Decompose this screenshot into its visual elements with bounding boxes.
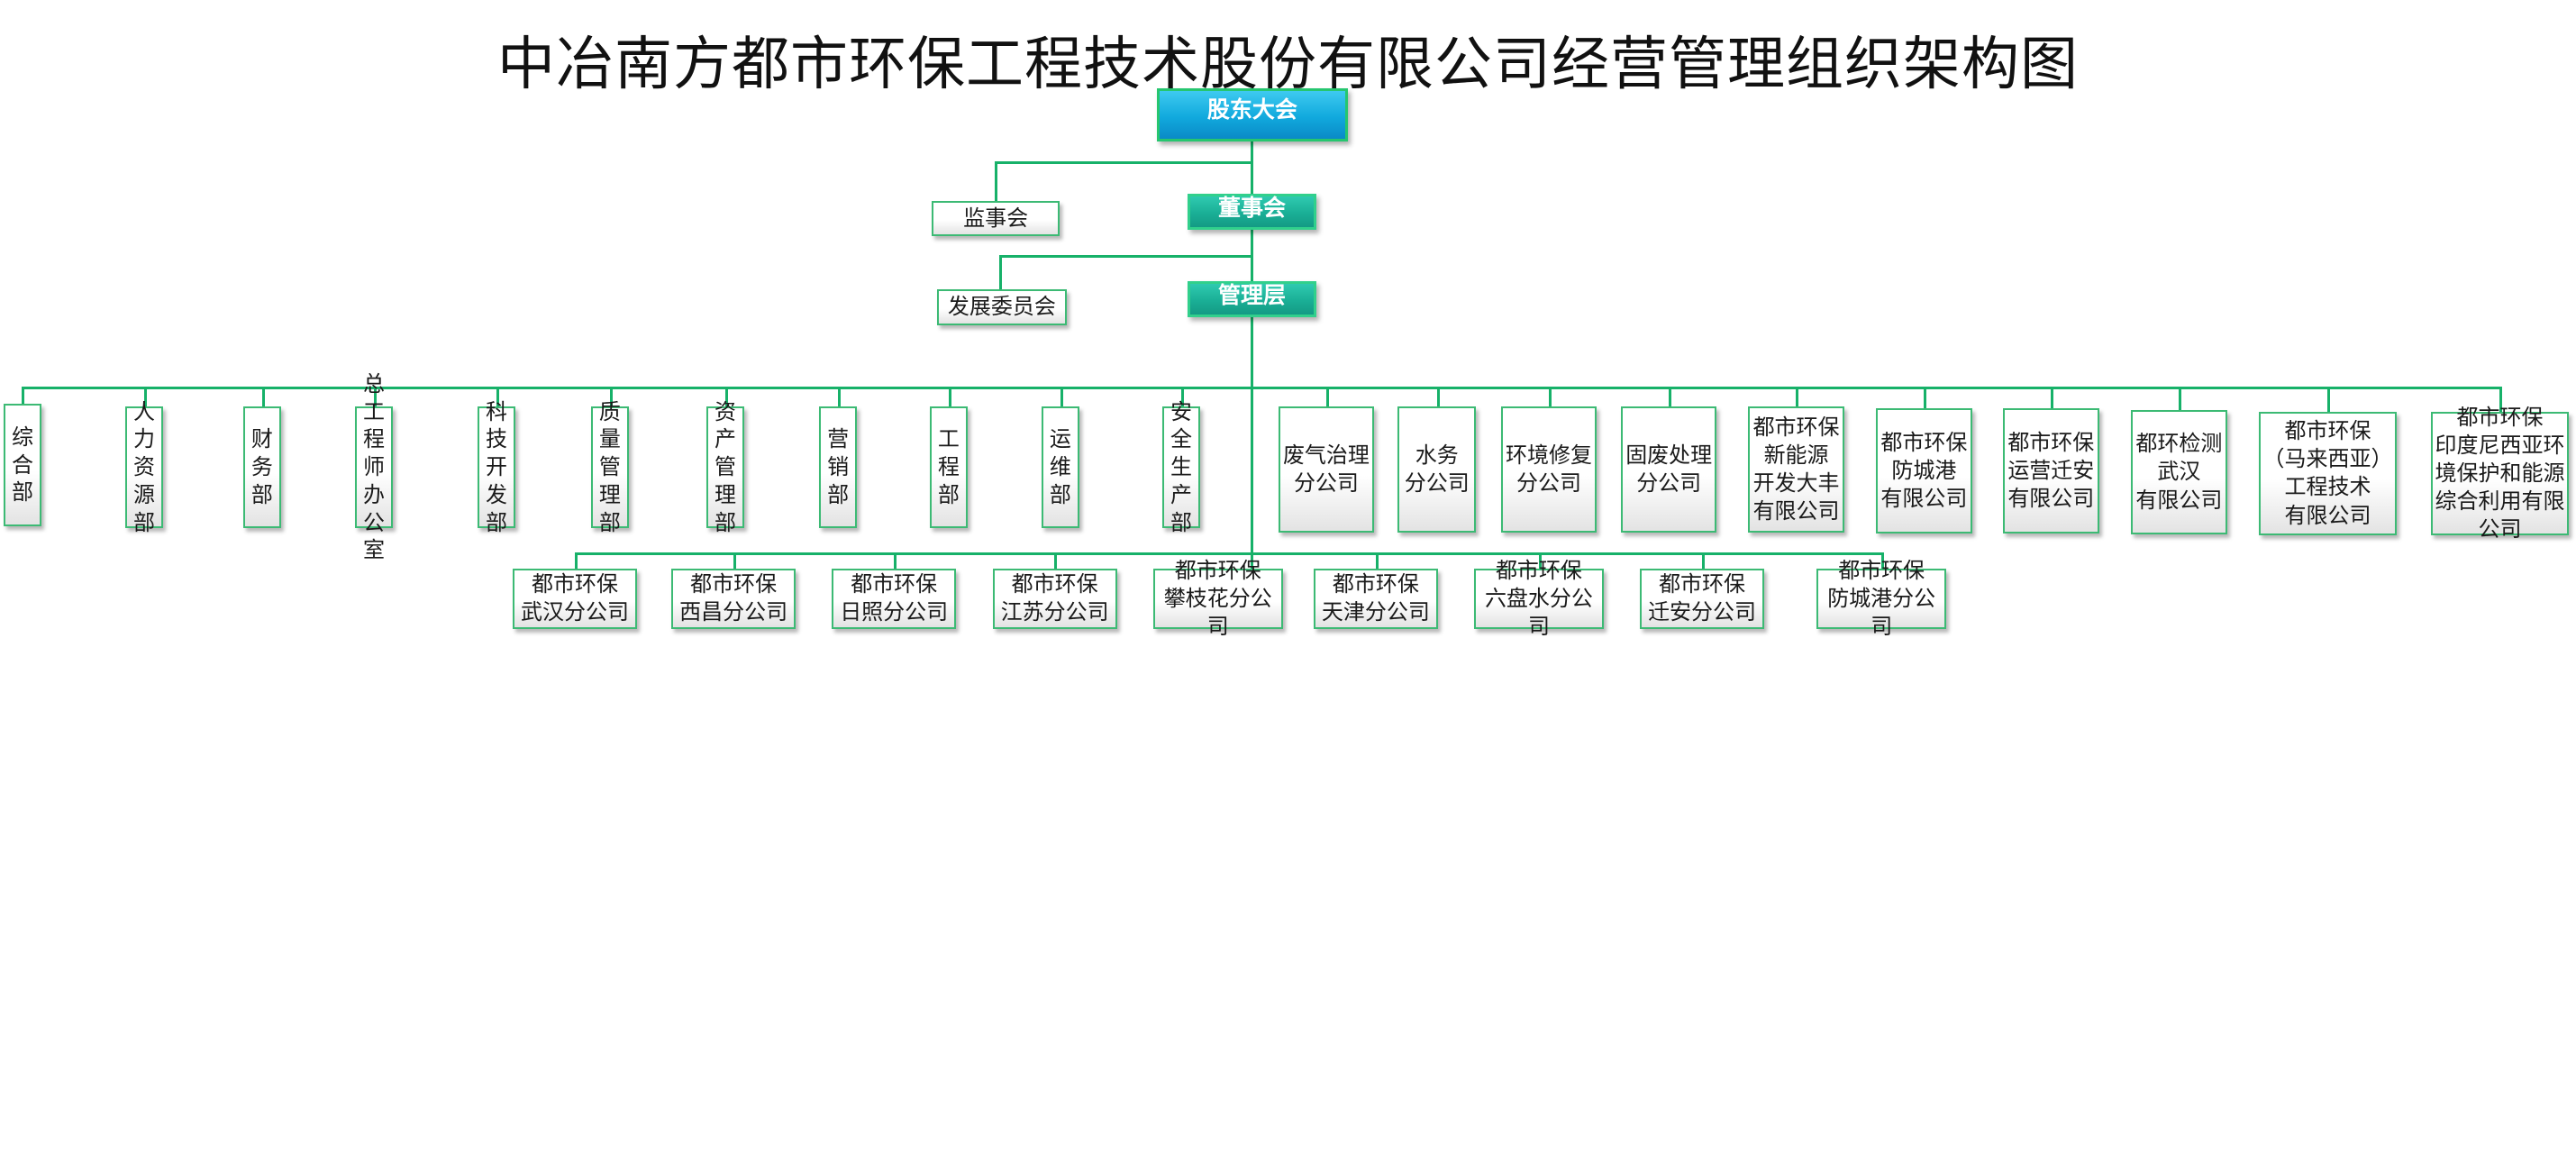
node-branch-qianan: 都市环保 迁安分公司	[1640, 568, 1765, 629]
connector	[1881, 552, 1885, 570]
connector	[725, 387, 729, 407]
node-branch-tianjin: 都市环保 天津分公司	[1313, 568, 1438, 629]
node-development-committee: 发展委员会	[936, 289, 1067, 326]
node-management: 管理层	[1187, 280, 1316, 318]
connector	[1375, 552, 1379, 570]
connector	[1436, 387, 1440, 407]
node-dept-quality-management: 质量管理部	[590, 399, 629, 535]
node-board-of-directors: 董事会	[1187, 193, 1316, 230]
connector	[1060, 387, 1063, 407]
node-dept-human-resources: 人力资源部	[124, 399, 163, 535]
node-company-new-energy-dafeng: 都市环保 新能源 开发大丰 有限公司	[1748, 406, 1845, 533]
connector	[2499, 387, 2503, 413]
connector	[1251, 140, 1254, 324]
node-company-testing-wuhan: 都环检测 武汉 有限公司	[2130, 410, 2227, 534]
connector	[22, 387, 2502, 390]
connector	[144, 387, 148, 407]
connector	[373, 387, 377, 407]
node-company-malaysia: 都市环保 （马来西亚） 工程技术 有限公司	[2259, 411, 2397, 536]
connector	[894, 552, 897, 570]
connector	[838, 387, 842, 407]
node-dept-chief-engineer-office: 总工程师办公室	[354, 371, 393, 562]
node-company-environmental-remediation: 环境修复 分公司	[1500, 406, 1597, 533]
connector	[1669, 387, 1672, 407]
connector	[1181, 387, 1185, 407]
node-branch-fangchenggang: 都市环保 防城港分公司	[1816, 558, 1947, 639]
connector	[1054, 552, 1058, 570]
node-dept-technology-development: 科技开发部	[478, 399, 516, 535]
node-company-indonesia: 都市环保 印度尼西亚环 境保护和能源 综合利用有限 公司	[2431, 405, 2569, 542]
connector	[2179, 387, 2182, 411]
node-board-of-supervisors: 监事会	[932, 200, 1060, 236]
connector	[22, 387, 25, 405]
connector	[574, 552, 578, 570]
node-dept-finance: 财务部	[242, 406, 281, 528]
connector	[610, 387, 613, 407]
node-branch-jiangsu: 都市环保 江苏分公司	[992, 568, 1117, 629]
node-dept-safety-production: 安全生产部	[1161, 399, 1200, 535]
connector	[999, 255, 1003, 290]
connector	[2051, 387, 2054, 409]
chart-title: 中冶南方都市环保工程技术股份有限公司经营管理组织架构图	[497, 32, 2079, 99]
node-branch-liupanshui: 都市环保 六盘水分公司	[1473, 558, 1604, 639]
connector	[1325, 387, 1329, 407]
connector	[994, 160, 1253, 164]
connector	[1796, 387, 1799, 407]
node-dept-operations-maintenance: 运维部	[1041, 406, 1079, 528]
connector	[994, 160, 997, 202]
node-company-fangchenggang: 都市环保 防城港 有限公司	[1875, 408, 1972, 533]
connector	[1548, 387, 1552, 407]
connector	[948, 387, 951, 407]
connector	[999, 255, 1253, 259]
node-company-operations-qianan: 都市环保 运营迁安 有限公司	[2002, 408, 2099, 533]
node-dept-engineering: 工程部	[929, 406, 968, 528]
connector	[496, 387, 500, 407]
node-shareholders-meeting: 股东大会	[1156, 88, 1349, 141]
connector	[262, 387, 266, 407]
node-branch-xichang: 都市环保 西昌分公司	[671, 568, 796, 629]
node-dept-asset-management: 资产管理部	[705, 399, 744, 535]
node-company-solid-waste: 固废处理 分公司	[1621, 406, 1717, 533]
node-company-water: 水务 分公司	[1397, 406, 1477, 533]
node-branch-wuhan: 都市环保 武汉分公司	[512, 568, 638, 629]
connector	[1924, 387, 1927, 409]
connector	[2327, 387, 2331, 413]
connector	[1701, 552, 1705, 570]
node-company-waste-gas: 废气治理 分公司	[1278, 406, 1374, 533]
connector	[733, 552, 736, 570]
node-dept-marketing: 营销部	[819, 406, 858, 528]
connector	[1251, 316, 1254, 570]
node-branch-rizhao: 都市环保 日照分公司	[832, 568, 957, 629]
node-branch-panzhihua: 都市环保 攀枝花分公司	[1152, 558, 1283, 639]
connector	[574, 552, 1883, 556]
connector	[1538, 552, 1542, 570]
node-dept-general-affairs: 综合部	[4, 404, 42, 527]
